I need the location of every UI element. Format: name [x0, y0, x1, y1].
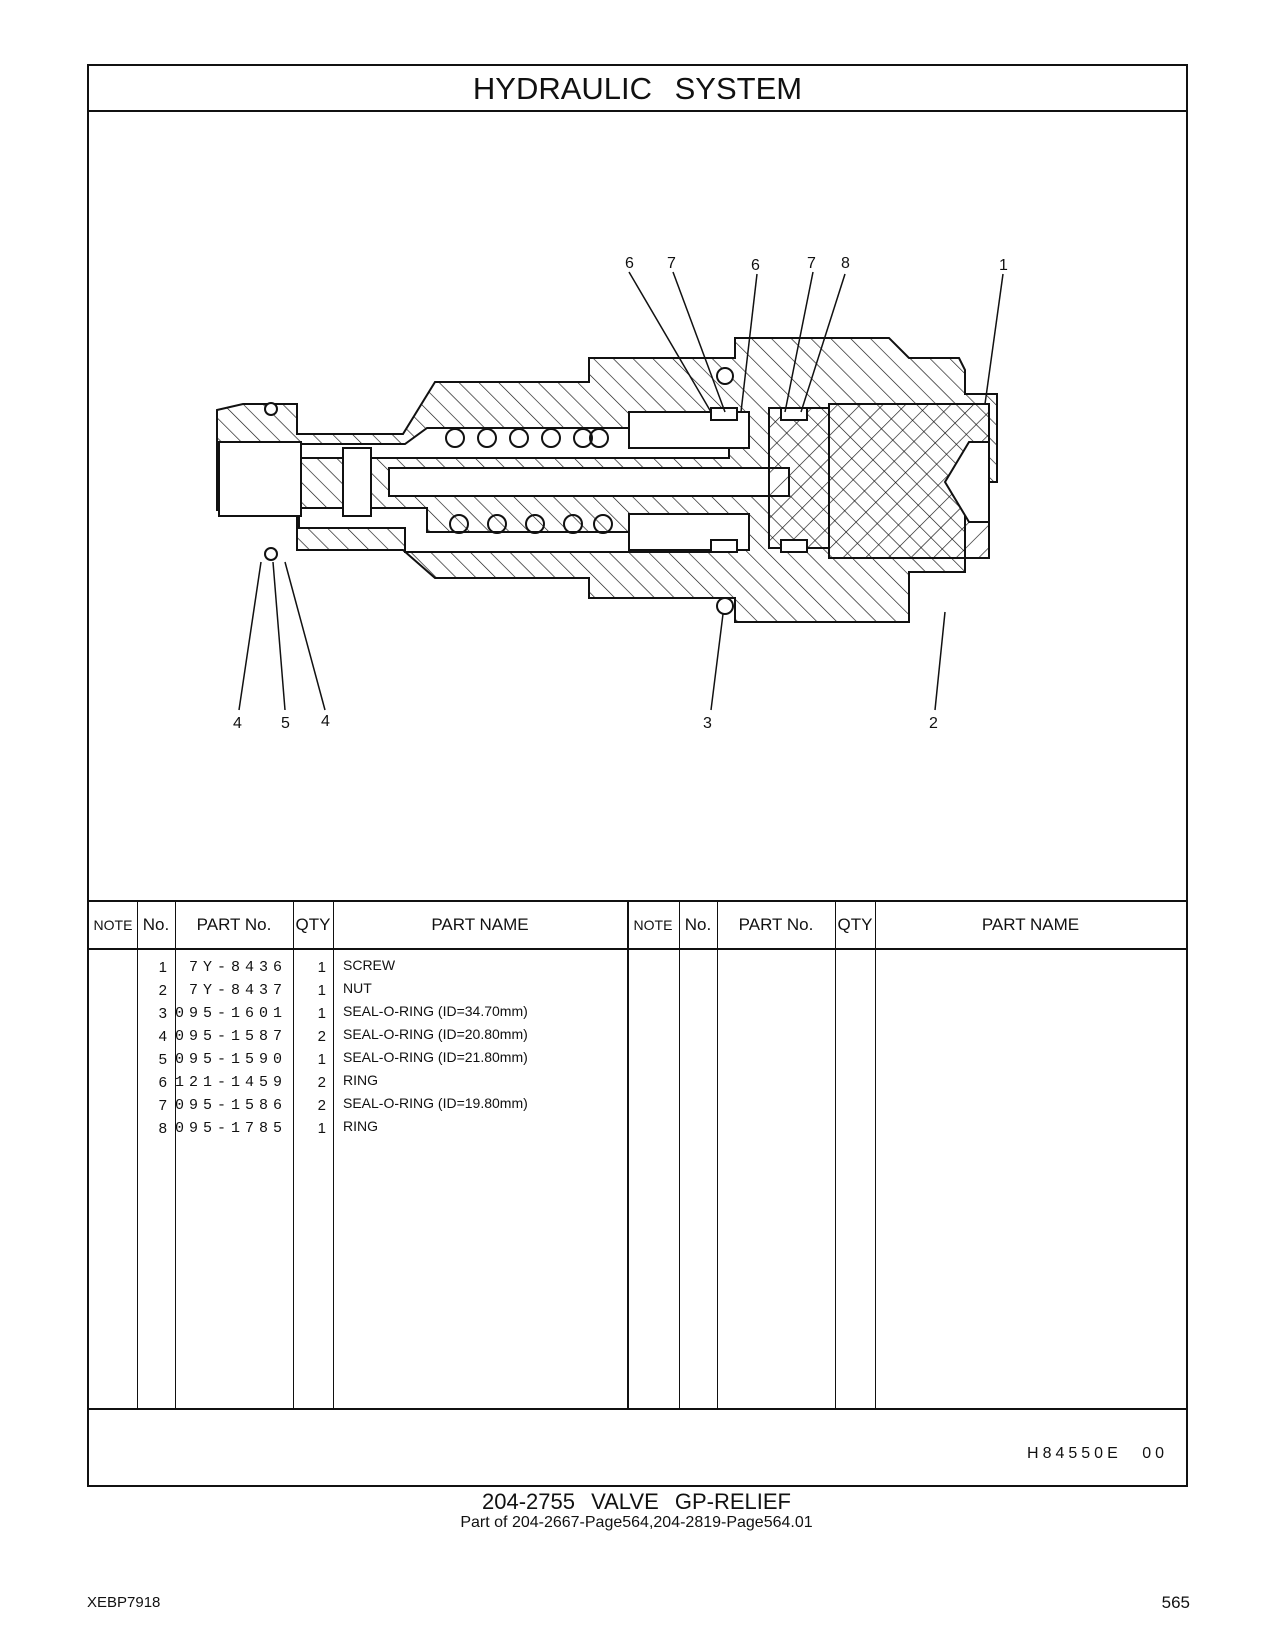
callout-2: 2	[929, 715, 938, 732]
caption-subtitle: Part of 204-2667-Page564,204-2819-Page56…	[460, 1514, 813, 1531]
row-qty: 1	[317, 982, 326, 999]
row-qty: 1	[317, 1005, 326, 1022]
parts-page-frame: HYDRAULIC SYSTEM	[87, 64, 1188, 1487]
row-no: 2	[158, 982, 167, 999]
header-part-no: PART No.	[196, 915, 272, 934]
callout-4: 4	[233, 715, 242, 732]
row-part-no: 121-1459	[175, 1074, 288, 1091]
row-qty: 1	[317, 1051, 326, 1068]
caption: 204-2755 VALVE GP-RELIEF Part of 204-266…	[0, 1490, 1273, 1532]
header-no: No.	[142, 915, 170, 934]
row-no: 1	[158, 959, 167, 976]
row-part-name: SCREW	[343, 957, 396, 973]
callout-1: 1	[999, 257, 1008, 274]
callout-6: 6	[625, 255, 634, 272]
header-no: No.	[684, 915, 712, 934]
row-qty: 2	[317, 1097, 326, 1114]
row-qty: 1	[317, 959, 326, 976]
header-note: NOTE	[633, 917, 673, 933]
caption-title: 204-2755 VALVE GP-RELIEF	[482, 1489, 791, 1514]
row-part-name: SEAL-O-RING (ID=21.80mm)	[343, 1049, 528, 1065]
callout-3: 3	[703, 715, 712, 732]
callout-6: 6	[751, 257, 760, 274]
header-qty: QTY	[295, 915, 331, 934]
row-qty: 1	[317, 1120, 326, 1137]
row-part-no: 095-1590	[175, 1051, 288, 1068]
header-part-name: PART NAME	[981, 915, 1080, 934]
row-part-no: 095-1587	[175, 1028, 288, 1045]
callout-numbers: 6 7 6 7 8 1 4 5 4 3 2	[233, 255, 1008, 732]
callout-7: 7	[807, 255, 816, 272]
callout-5: 5	[281, 715, 290, 732]
row-no: 4	[158, 1028, 167, 1045]
row-qty: 2	[317, 1074, 326, 1091]
row-part-no: 7Y-8436	[188, 959, 287, 976]
page-number: 565	[1161, 1593, 1190, 1612]
callout-4: 4	[321, 713, 330, 730]
valve-body	[216, 337, 998, 623]
row-no: 7	[158, 1097, 167, 1114]
valve-cross-section-drawing: 6 7 6 7 8 1 4 5 4 3 2	[216, 255, 1008, 732]
row-part-no: 7Y-8437	[188, 982, 287, 999]
callout-7: 7	[667, 255, 676, 272]
row-part-no: 095-1586	[175, 1097, 288, 1114]
row-part-no: 095-1785	[175, 1120, 288, 1137]
row-part-name: RING	[343, 1118, 378, 1134]
header-part-no: PART No.	[738, 915, 814, 934]
drawing-code: H84550E 00	[1027, 1445, 1168, 1462]
row-part-no: 095-1601	[175, 1005, 288, 1022]
row-no: 6	[158, 1074, 167, 1091]
callout-8: 8	[841, 255, 850, 272]
row-no: 3	[158, 1005, 167, 1022]
section-title: HYDRAULIC SYSTEM	[89, 66, 1186, 112]
parts-list-table: NOTE No. PART No. QTY PART NAME NOTE No.…	[89, 900, 1186, 1410]
row-part-name: NUT	[343, 980, 372, 996]
row-part-name: SEAL-O-RING (ID=19.80mm)	[343, 1095, 528, 1111]
o-ring-seals	[264, 367, 808, 615]
spring-coils	[445, 428, 613, 534]
row-qty: 2	[317, 1028, 326, 1045]
row-part-name: SEAL-O-RING (ID=20.80mm)	[343, 1026, 528, 1042]
header-qty: QTY	[837, 915, 873, 934]
row-part-name: SEAL-O-RING (ID=34.70mm)	[343, 1003, 528, 1019]
header-note: NOTE	[93, 917, 133, 933]
leader-lines	[238, 271, 1004, 711]
row-part-name: RING	[343, 1072, 378, 1088]
row-no: 8	[158, 1120, 167, 1137]
header-part-name: PART NAME	[431, 915, 529, 934]
row-no: 5	[158, 1051, 167, 1068]
document-id: XEBP7918	[87, 1594, 161, 1611]
